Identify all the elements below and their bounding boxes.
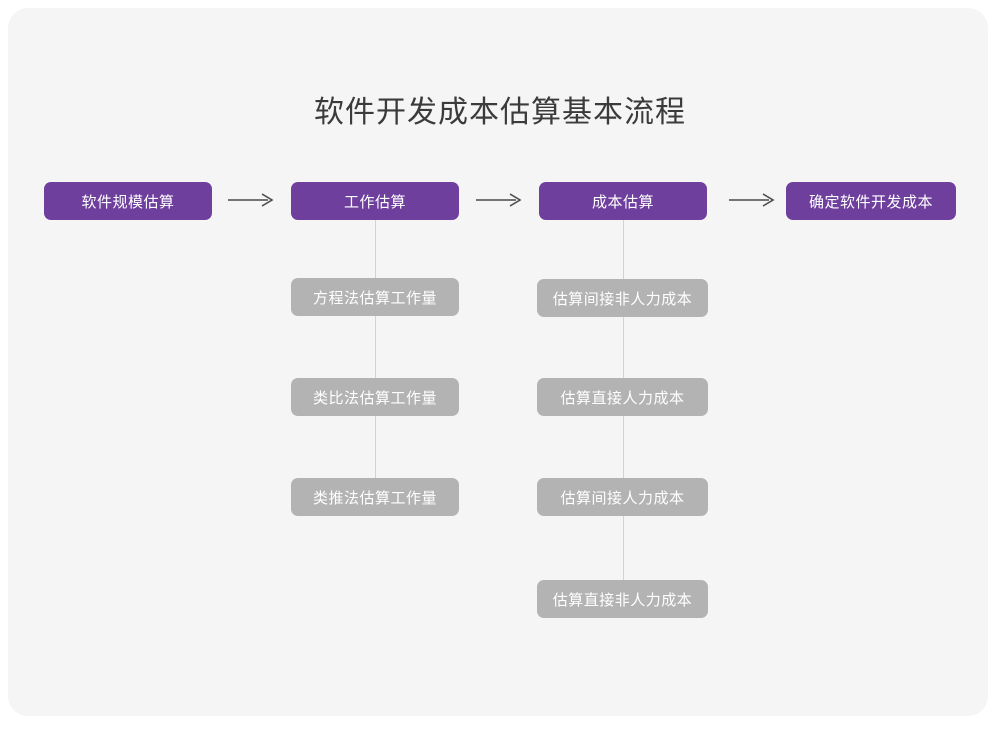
flow-node-software-scale-estimation[interactable]: 软件规模估算 <box>44 182 212 220</box>
flow-node-cost-estimation[interactable]: 成本估算 <box>539 182 707 220</box>
branch-node-indirect-labor-cost[interactable]: 估算间接人力成本 <box>537 478 708 516</box>
branch-node-indirect-nonlabor-cost[interactable]: 估算间接非人力成本 <box>537 279 708 317</box>
branch-node-inference-method-effort[interactable]: 类推法估算工作量 <box>291 478 459 516</box>
branch-node-direct-nonlabor-cost[interactable]: 估算直接非人力成本 <box>537 580 708 618</box>
connector-line-branch2-seg3 <box>623 416 624 478</box>
branch-node-equation-method-effort[interactable]: 方程法估算工作量 <box>291 278 459 316</box>
arrow-right-icon-2 <box>476 190 524 210</box>
connector-line-branch1-seg1 <box>375 220 376 278</box>
connector-line-branch2-seg2 <box>623 317 624 378</box>
branch-node-direct-labor-cost[interactable]: 估算直接人力成本 <box>537 378 708 416</box>
diagram-card <box>8 8 988 716</box>
branch-node-analogy-method-effort[interactable]: 类比法估算工作量 <box>291 378 459 416</box>
page-title: 软件开发成本估算基本流程 <box>314 96 686 129</box>
connector-line-branch1-seg3 <box>375 416 376 478</box>
connector-line-branch2-seg4 <box>623 516 624 580</box>
connector-line-branch1-seg2 <box>375 316 376 378</box>
arrow-right-icon-3 <box>729 190 777 210</box>
connector-line-branch2-seg1 <box>623 220 624 279</box>
flow-node-determine-dev-cost[interactable]: 确定软件开发成本 <box>786 182 956 220</box>
arrow-right-icon-1 <box>228 190 276 210</box>
flow-node-effort-estimation[interactable]: 工作估算 <box>291 182 459 220</box>
